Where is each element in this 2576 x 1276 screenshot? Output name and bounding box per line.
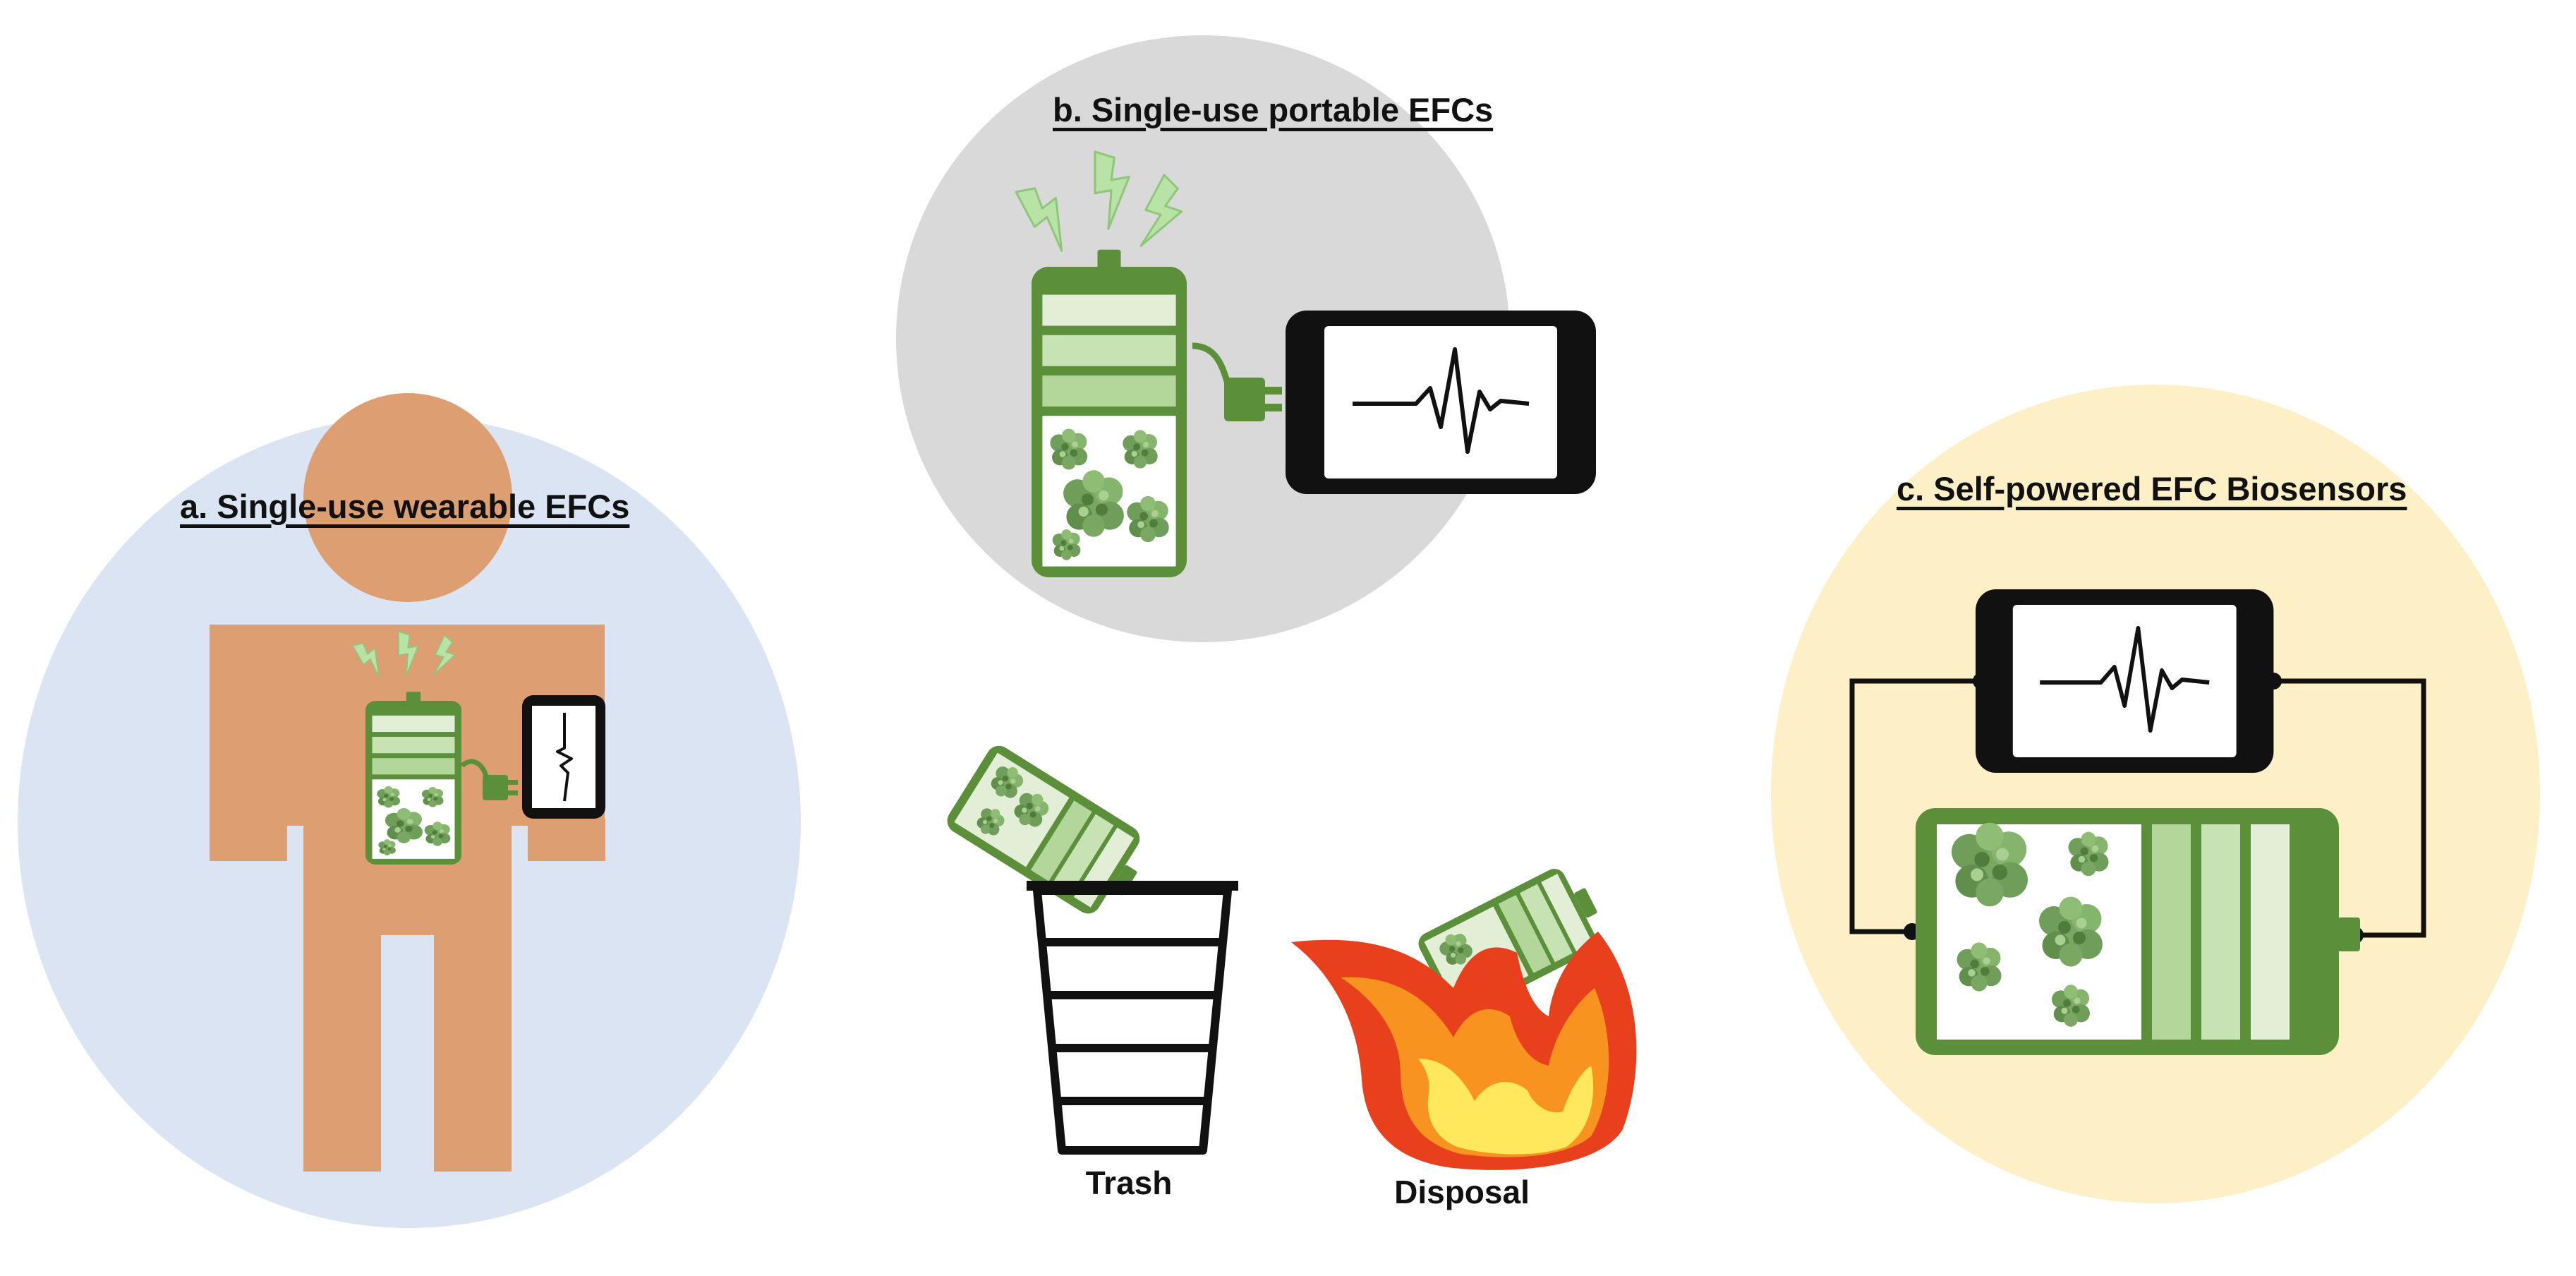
portable-smartphone-icon xyxy=(1286,311,1596,494)
wearable-plug-icon xyxy=(460,759,518,800)
trash-label: Trash xyxy=(1086,1164,1173,1201)
panel-biosensor xyxy=(1771,385,2540,1203)
trash-can-icon xyxy=(1027,881,1238,1155)
fire-icon xyxy=(1291,932,1637,1170)
panel-biosensor-label: c. Self-powered EFC Biosensors xyxy=(1897,470,2407,507)
wearable-battery-icon xyxy=(365,692,461,865)
panel-wearable-label: a. Single-use wearable EFCs xyxy=(180,488,630,525)
panel-portable-label: b. Single-use portable EFCs xyxy=(1053,91,1494,128)
discarded-battery-icon xyxy=(947,745,1140,914)
panel-wearable xyxy=(18,393,801,1228)
portable-battery-icon xyxy=(1032,250,1187,577)
panel-portable xyxy=(896,35,1596,642)
portable-plug-icon xyxy=(1192,342,1282,421)
disposal-label: Disposal xyxy=(1394,1174,1530,1210)
biosensor-smartphone-icon xyxy=(1976,589,2273,773)
wearable-smartphone-icon xyxy=(522,695,605,819)
biosensor-circuit-wires xyxy=(1849,678,2426,938)
biosensor-battery-icon xyxy=(1916,808,2360,1055)
